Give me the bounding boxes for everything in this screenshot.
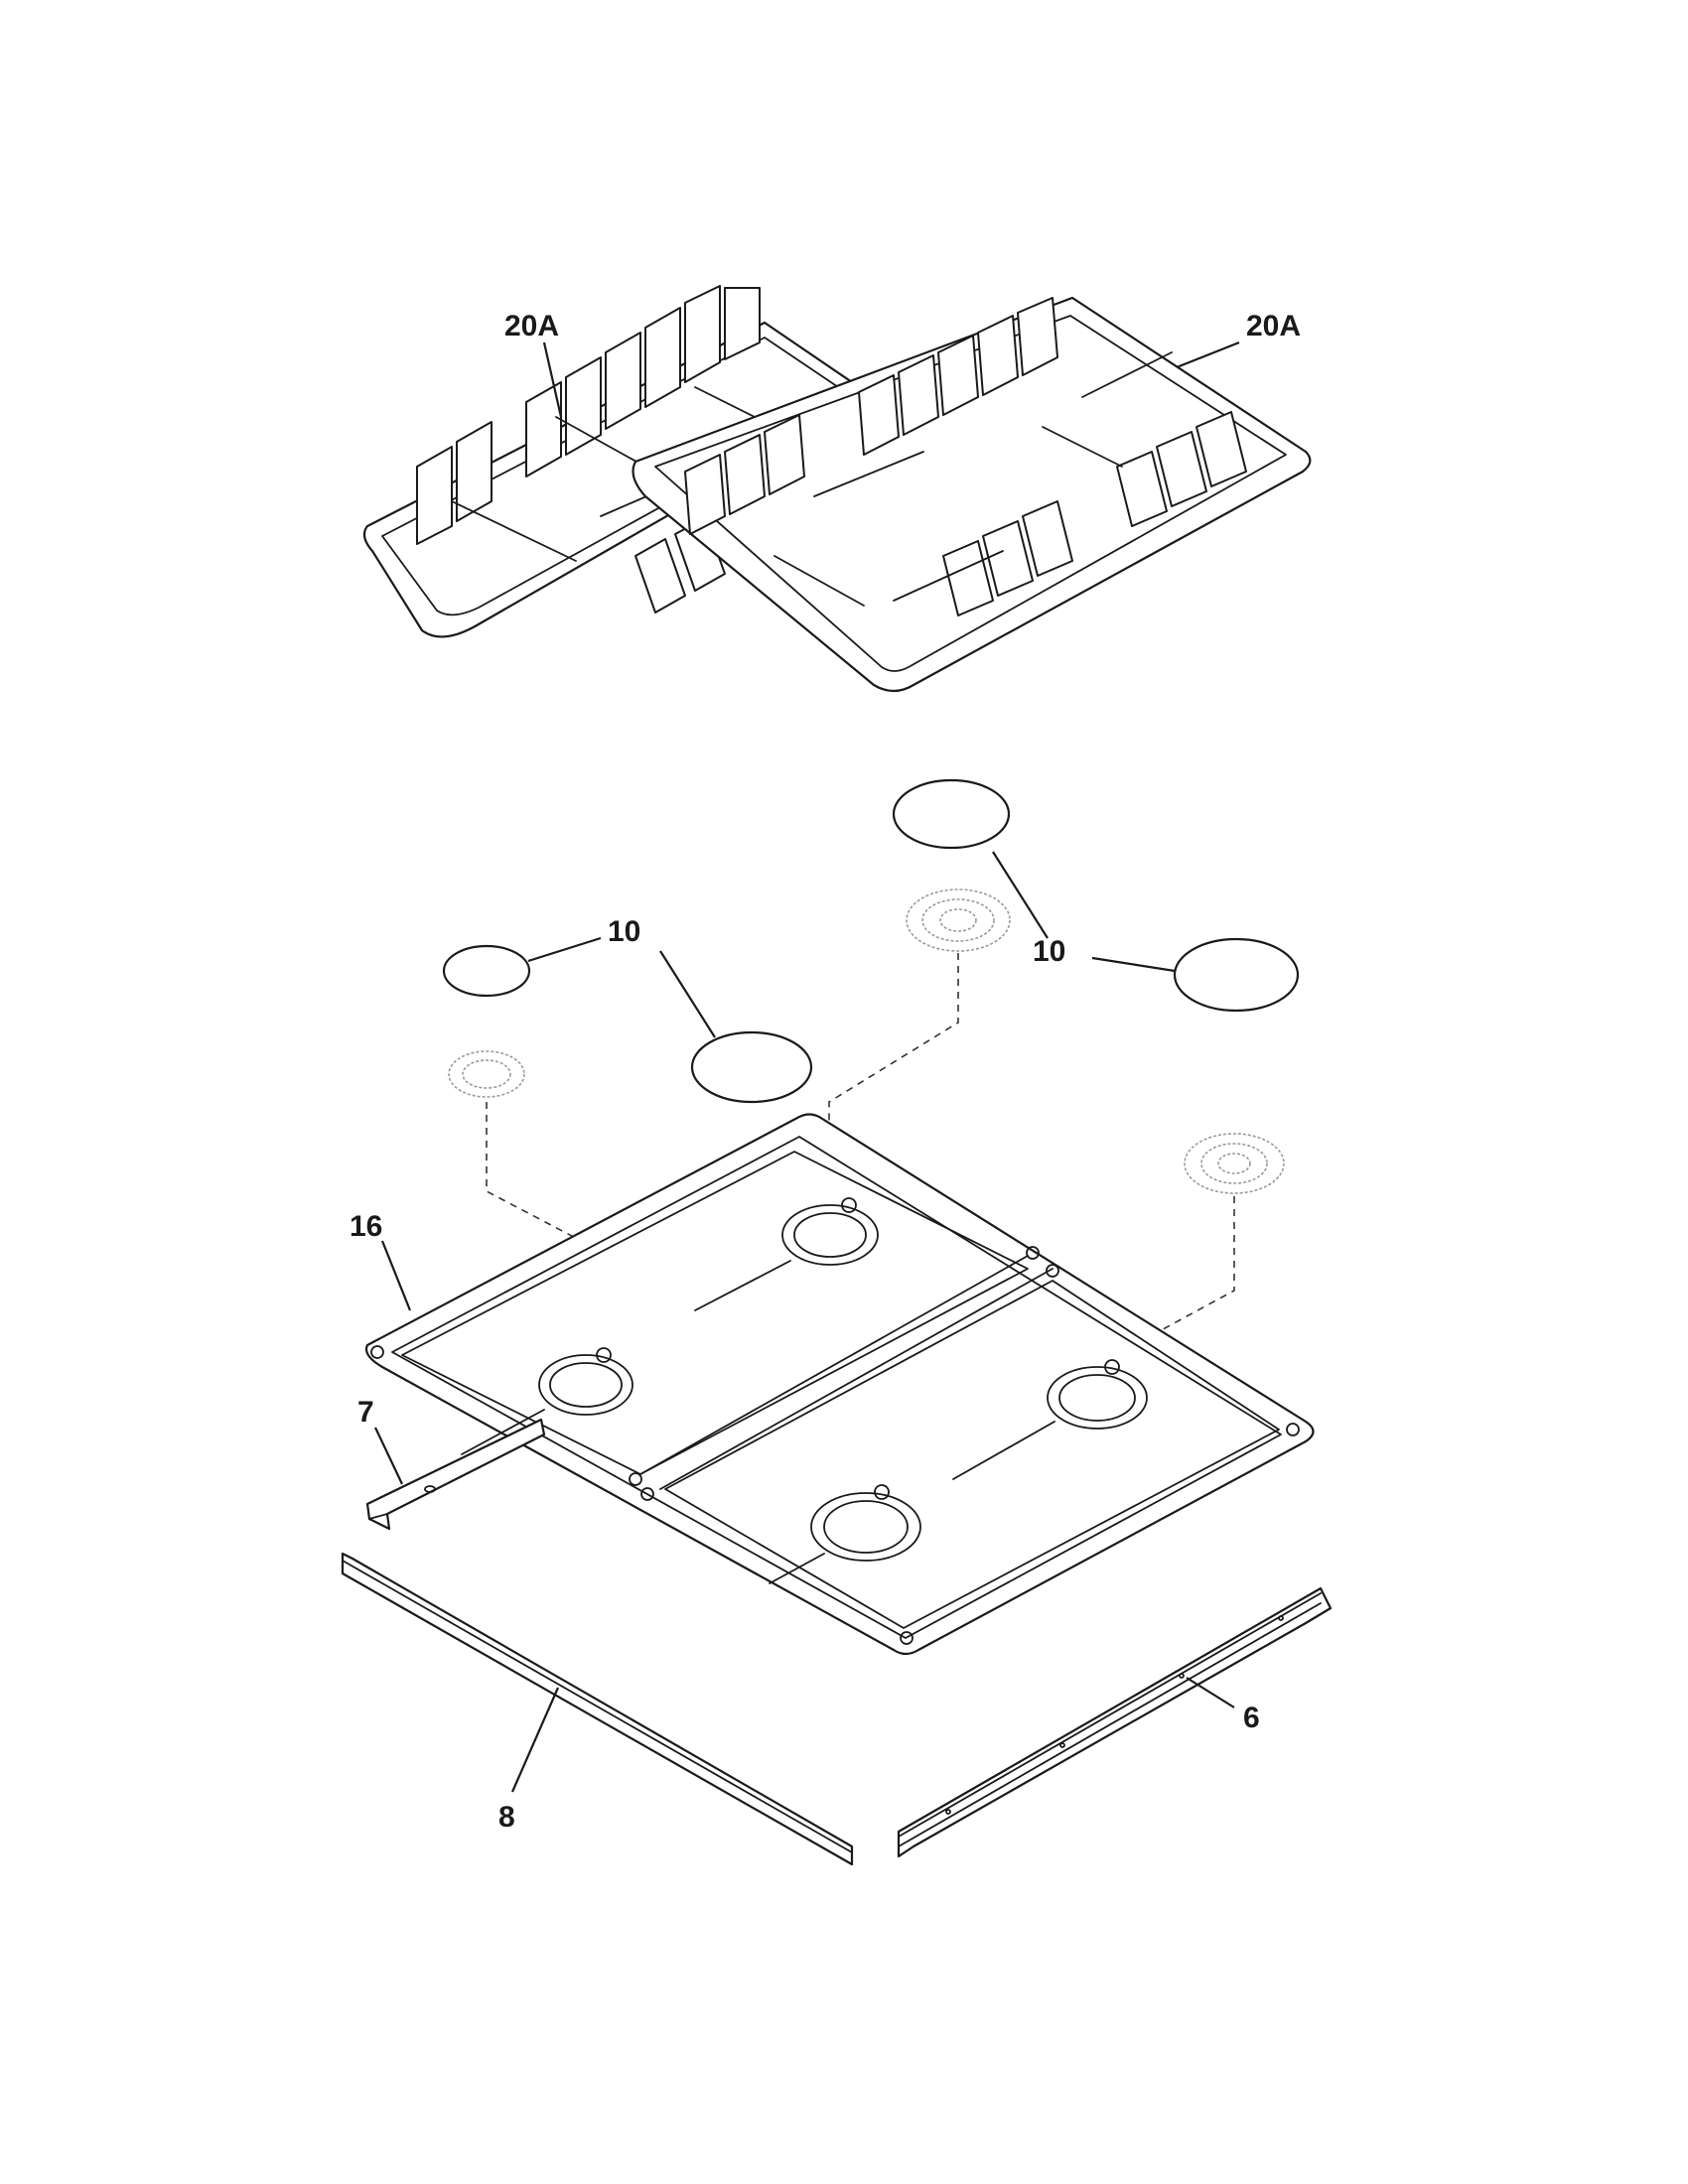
callout-cap-right: 10: [1033, 935, 1065, 968]
burner-cap-top-right: [892, 778, 1011, 850]
side-rail-right: [897, 1586, 1333, 1858]
burner-cap-center: [690, 1030, 813, 1104]
callout-rail-right: 6: [1243, 1702, 1260, 1734]
grate-right: [632, 296, 1312, 693]
callout-rail-left: 7: [357, 1396, 374, 1429]
burner-cap-small-left: [442, 944, 531, 998]
callout-trim-front: 8: [498, 1801, 515, 1834]
leader-lines: [374, 341, 1240, 1793]
main-top-panel: [364, 1113, 1315, 1656]
burner-head-ghost-2: [448, 1050, 525, 1098]
burner-head-ghost-1: [906, 888, 1011, 952]
callout-main-top: 16: [350, 1210, 382, 1243]
burner-cap-right: [1173, 937, 1300, 1013]
callout-grate-left: 20A: [504, 310, 559, 342]
side-rail-left: [365, 1418, 546, 1531]
burner-head-ghost-3: [1184, 1133, 1285, 1194]
callout-grate-right: 20A: [1246, 310, 1301, 342]
callout-cap-small: 10: [608, 915, 640, 948]
grate-left: [362, 285, 876, 638]
front-trim-strip: [341, 1552, 854, 1866]
